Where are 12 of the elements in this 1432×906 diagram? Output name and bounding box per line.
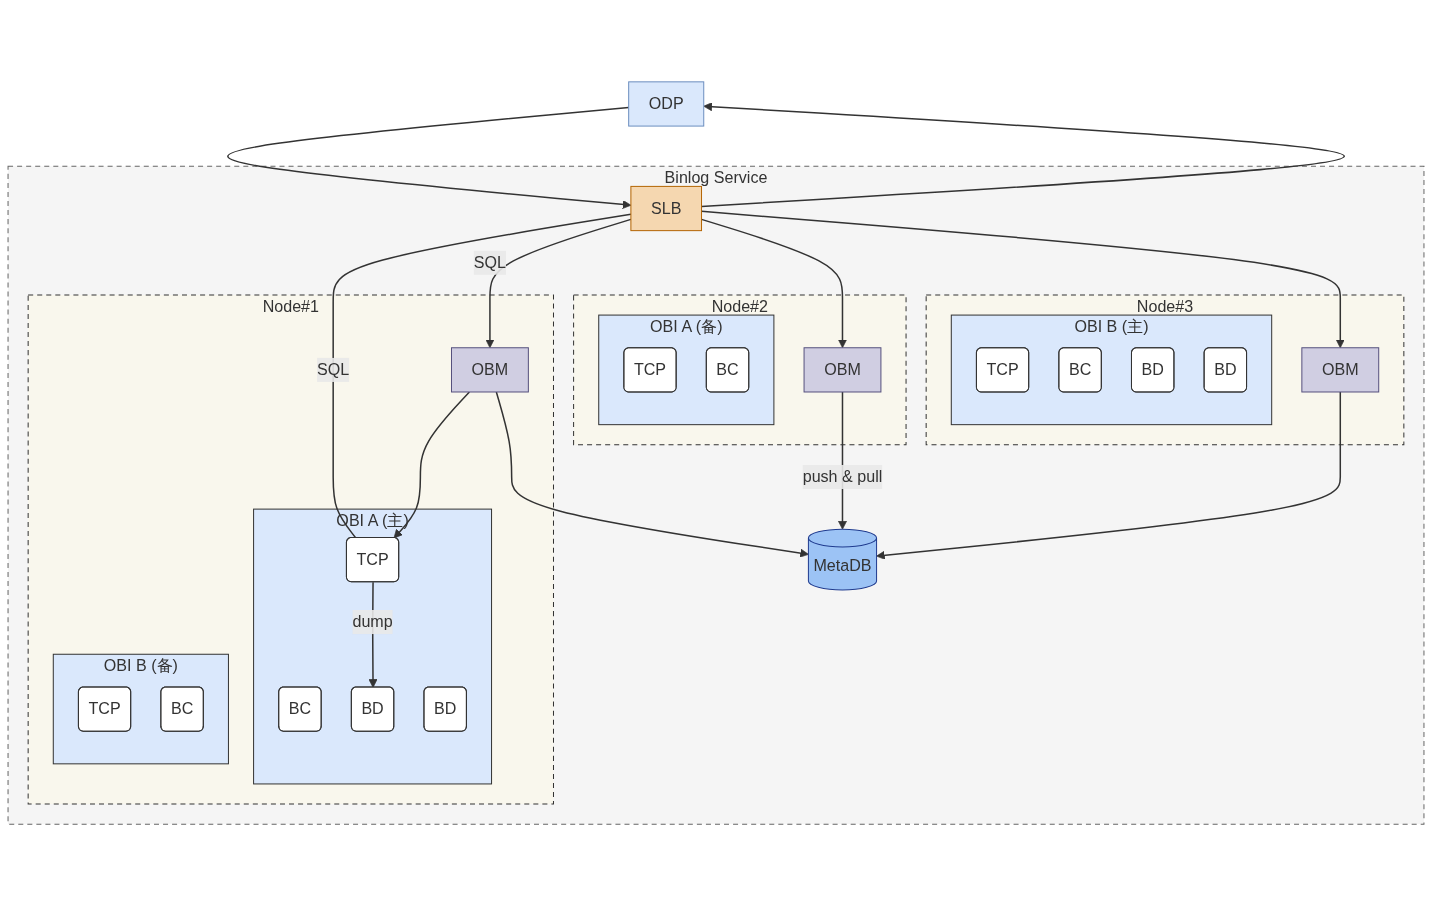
node-box: ODP xyxy=(628,81,705,127)
arrow xyxy=(495,391,809,558)
node-box: OBM xyxy=(1301,347,1380,393)
edge-label: dump xyxy=(352,613,393,631)
node-box: OBM xyxy=(803,347,882,393)
edge-label: SQL xyxy=(317,360,350,378)
edge-label: SQL xyxy=(473,253,507,271)
node-box: SLB xyxy=(630,185,703,232)
node-box: OBM xyxy=(451,347,529,393)
arrow xyxy=(393,391,471,539)
arrow xyxy=(876,391,1342,560)
edge-label: push & pull xyxy=(802,467,883,485)
